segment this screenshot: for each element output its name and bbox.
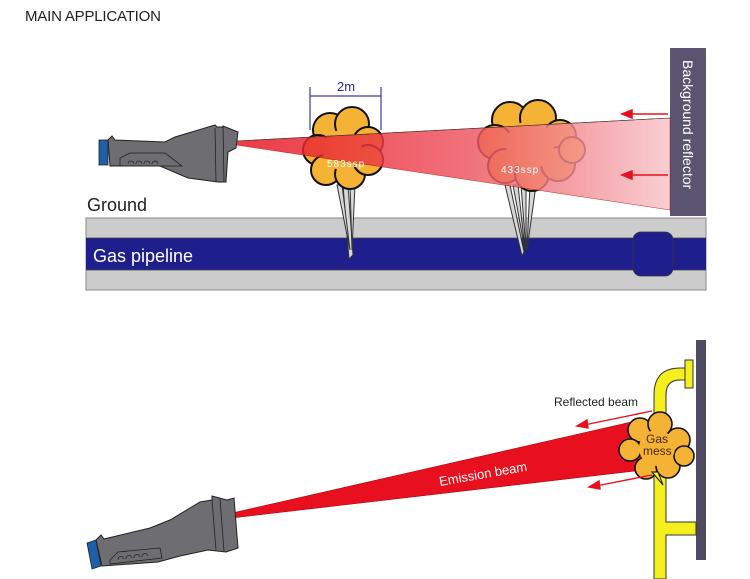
gas-mess-cloud: [618, 411, 695, 480]
page-title: MAIN APPLICATION: [25, 8, 161, 25]
cloud-2-reading: 433ssp: [501, 165, 539, 176]
pipeline-label: Gas pipeline: [93, 246, 193, 266]
reflector-label: Background reflector: [680, 60, 696, 190]
gas-mess-label-line1: Gas: [646, 432, 668, 446]
detector-device-bottom: [86, 495, 239, 570]
distance-marker: [309, 87, 382, 130]
emission-beam: [231, 419, 645, 519]
top-diagram: Ground Gas pipeline Background reflector: [85, 48, 707, 291]
ground-label: Ground: [87, 195, 147, 215]
gas-mess-label-line2: mess: [643, 444, 672, 458]
wall: [696, 340, 706, 560]
bottom-diagram: Emission beam Gas mess Reflected beam: [86, 340, 706, 579]
device-lens-top: [98, 139, 109, 166]
laser-beam-top: [235, 117, 671, 211]
distance-label: 2m: [337, 79, 355, 94]
leak-stream-1: [336, 184, 356, 261]
reflected-arrows-bottom: [575, 410, 653, 490]
gas-pipeline: [86, 238, 706, 270]
cloud-1-reading: 583ssp: [327, 159, 365, 170]
pipeline-joint: [632, 231, 674, 277]
reflected-arrows-top: [619, 108, 668, 181]
background-reflector: [670, 48, 706, 216]
detector-device-top: [98, 124, 239, 183]
device-lens-bottom: [86, 539, 102, 570]
reflected-beam-label: Reflected beam: [554, 395, 638, 409]
